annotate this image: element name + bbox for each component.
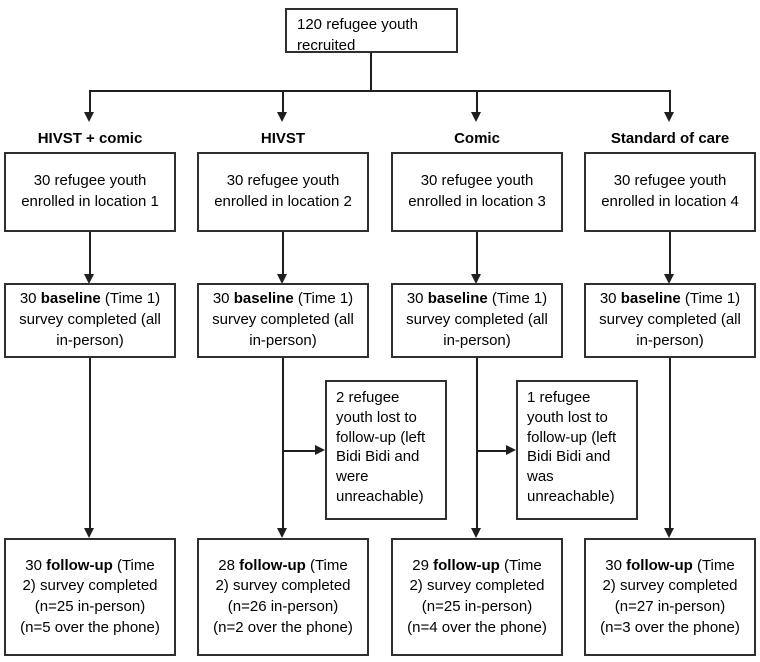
connector-baseline-followup-col2 bbox=[282, 358, 284, 530]
connector-enrolled-baseline-col1 bbox=[89, 232, 91, 275]
arrowhead-baseline-col2-icon bbox=[277, 274, 287, 284]
arrowhead-loss-col3-icon bbox=[506, 445, 516, 455]
connector-branch-col4 bbox=[669, 90, 671, 113]
enrolled-box-col2: 30 refugee youth enrolled in location 2 bbox=[197, 152, 369, 232]
column-header-hivst-comic: HIVST + comic bbox=[37, 130, 143, 147]
followup-text-col3: 29 follow-up (Time 2) survey completed (… bbox=[407, 556, 547, 636]
column-header-comic: Comic bbox=[454, 130, 500, 147]
followup-text-col1: 30 follow-up (Time 2) survey completed (… bbox=[20, 556, 160, 636]
enrolled-box-col1: 30 refugee youth enrolled in location 1 bbox=[4, 152, 176, 232]
arrowhead-col2-icon bbox=[277, 112, 287, 122]
baseline-box-col2: 30 baseline (Time 1) survey completed (a… bbox=[197, 283, 369, 358]
baseline-text-col3: 30 baseline (Time 1) survey completed (a… bbox=[406, 290, 548, 349]
connector-branch-col3 bbox=[476, 90, 478, 113]
baseline-box-col3: 30 baseline (Time 1) survey completed (a… bbox=[391, 283, 563, 358]
arrowhead-followup-col1-icon bbox=[84, 528, 94, 538]
connector-baseline-followup-col4 bbox=[669, 358, 671, 530]
connector-baseline-followup-col1 bbox=[89, 358, 91, 530]
followup-box-col4: 30 follow-up (Time 2) survey completed (… bbox=[584, 538, 756, 656]
baseline-text-col1: 30 baseline (Time 1) survey completed (a… bbox=[19, 290, 161, 349]
arrowhead-baseline-col1-icon bbox=[84, 274, 94, 284]
loss-text-hivst: 2 refugee youth lost to follow-up (left … bbox=[336, 389, 426, 505]
enrolled-text-col1: 30 refugee youth enrolled in location 1 bbox=[21, 172, 159, 210]
connector-enrolled-baseline-col2 bbox=[282, 232, 284, 275]
enrolled-text-col4: 30 refugee youth enrolled in location 4 bbox=[601, 172, 739, 210]
baseline-box-col1: 30 baseline (Time 1) survey completed (a… bbox=[4, 283, 176, 358]
connector-branch-col1 bbox=[89, 90, 91, 113]
column-header-hivst: HIVST bbox=[260, 130, 306, 147]
connector-loss-branch-col3 bbox=[477, 450, 507, 452]
arrowhead-col4-icon bbox=[664, 112, 674, 122]
enrolled-text-col3: 30 refugee youth enrolled in location 3 bbox=[408, 172, 546, 210]
connector-enrolled-baseline-col4 bbox=[669, 232, 671, 275]
connector-enrolled-baseline-col3 bbox=[476, 232, 478, 275]
connector-top-stub bbox=[370, 52, 372, 90]
recruited-box: 120 refugee youth recruited bbox=[285, 8, 458, 54]
followup-box-col2: 28 follow-up (Time 2) survey completed (… bbox=[197, 538, 369, 656]
enrolled-box-col4: 30 refugee youth enrolled in location 4 bbox=[584, 152, 756, 232]
loss-box-comic: 1 refugee youth lost to follow-up (left … bbox=[516, 380, 638, 520]
connector-baseline-followup-col3 bbox=[476, 358, 478, 530]
arrowhead-followup-col2-icon bbox=[277, 528, 287, 538]
arrowhead-followup-col4-icon bbox=[664, 528, 674, 538]
followup-text-col2: 28 follow-up (Time 2) survey completed (… bbox=[213, 556, 353, 636]
followup-box-col3: 29 follow-up (Time 2) survey completed (… bbox=[391, 538, 563, 656]
followup-box-col1: 30 follow-up (Time 2) survey completed (… bbox=[4, 538, 176, 656]
baseline-box-col4: 30 baseline (Time 1) survey completed (a… bbox=[584, 283, 756, 358]
recruited-box-text: 120 refugee youth recruited bbox=[297, 16, 418, 54]
arrowhead-col1-icon bbox=[84, 112, 94, 122]
arrowhead-followup-col3-icon bbox=[471, 528, 481, 538]
column-header-standard-of-care: Standard of care bbox=[610, 130, 730, 147]
arrowhead-loss-col2-icon bbox=[315, 445, 325, 455]
loss-box-hivst: 2 refugee youth lost to follow-up (left … bbox=[325, 380, 447, 520]
enrolled-box-col3: 30 refugee youth enrolled in location 3 bbox=[391, 152, 563, 232]
baseline-text-col2: 30 baseline (Time 1) survey completed (a… bbox=[212, 290, 354, 349]
enrolled-text-col2: 30 refugee youth enrolled in location 2 bbox=[214, 172, 352, 210]
arrowhead-baseline-col4-icon bbox=[664, 274, 674, 284]
followup-text-col4: 30 follow-up (Time 2) survey completed (… bbox=[600, 556, 740, 636]
connector-branch-line bbox=[90, 90, 670, 92]
connector-branch-col2 bbox=[282, 90, 284, 113]
loss-text-comic: 1 refugee youth lost to follow-up (left … bbox=[527, 389, 617, 505]
arrowhead-baseline-col3-icon bbox=[471, 274, 481, 284]
connector-loss-branch-col2 bbox=[283, 450, 316, 452]
baseline-text-col4: 30 baseline (Time 1) survey completed (a… bbox=[599, 290, 741, 349]
arrowhead-col3-icon bbox=[471, 112, 481, 122]
